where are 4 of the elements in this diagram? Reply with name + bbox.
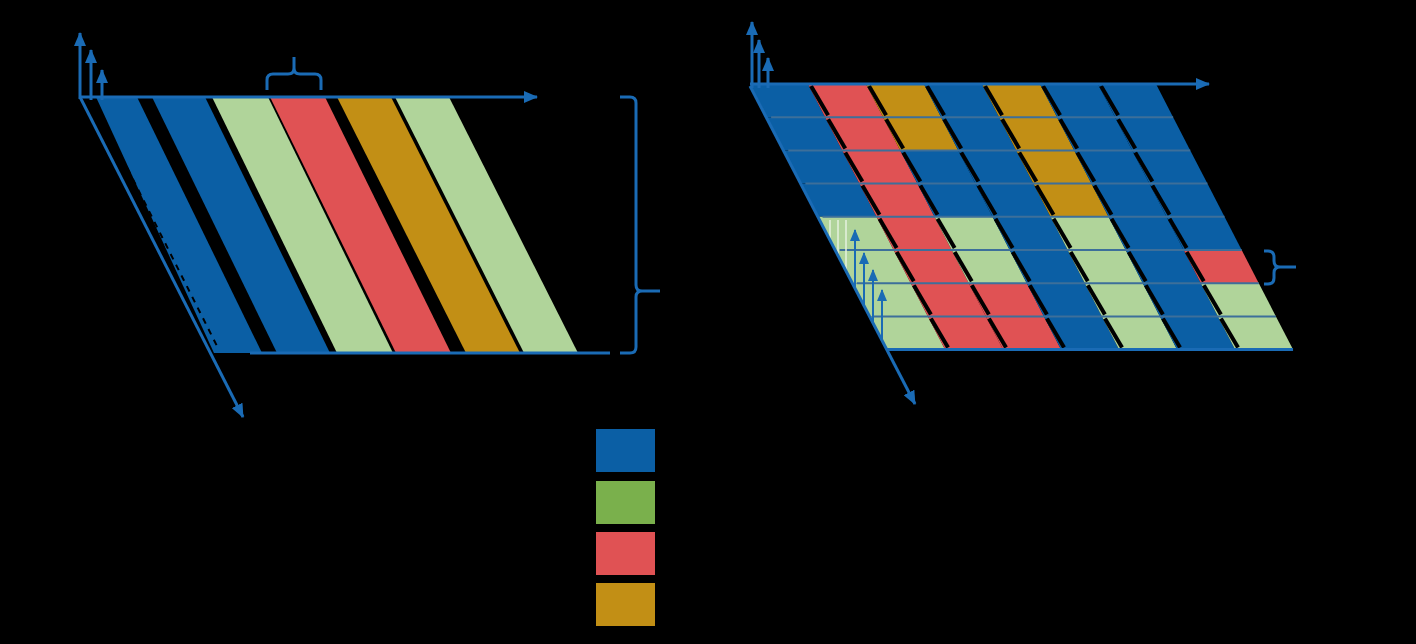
legend-swatch — [596, 481, 655, 524]
legend-swatch — [596, 583, 655, 626]
legend-swatch — [596, 532, 655, 575]
legend-swatch — [596, 429, 655, 472]
